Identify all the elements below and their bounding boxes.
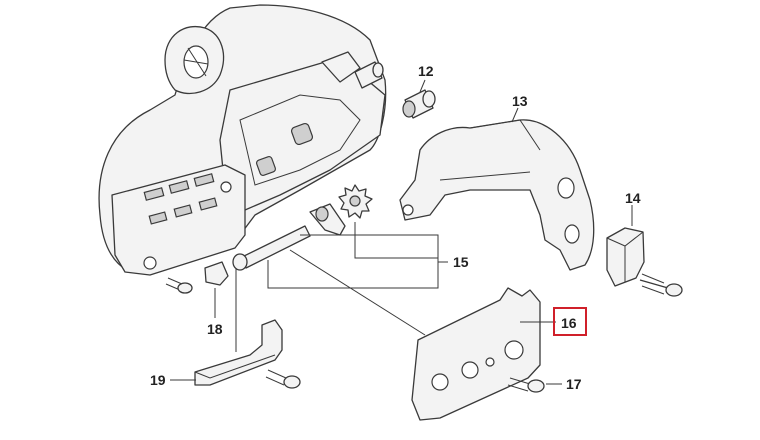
callout-15: 15 (453, 254, 469, 270)
callout-16-highlight-box (553, 307, 587, 336)
housing-stud (354, 61, 384, 89)
part-14-screw (639, 273, 683, 297)
part-16-plate (289, 249, 556, 421)
part-15-sleeve (309, 203, 346, 236)
callout-18: 18 (207, 321, 223, 337)
shaft (232, 225, 311, 271)
callout-13: 13 (512, 93, 528, 109)
part-19-screw (265, 369, 301, 389)
callout-19: 19 (150, 372, 166, 388)
chain-brake-housing (98, 4, 387, 276)
part-13-cover (399, 107, 595, 271)
part-18-nut (204, 261, 229, 318)
part-14-block (606, 205, 645, 287)
part-15-star-gear (338, 184, 373, 219)
housing-screw (165, 277, 193, 294)
part-19-bracket (170, 268, 283, 386)
callout-12: 12 (418, 63, 434, 79)
part-12-pin (402, 79, 436, 119)
callout-17: 17 (566, 376, 582, 392)
callout-16: 16 (561, 315, 577, 331)
leader-15-bracket (267, 222, 448, 289)
part-17-screw (507, 377, 562, 393)
callout-14: 14 (625, 190, 641, 206)
